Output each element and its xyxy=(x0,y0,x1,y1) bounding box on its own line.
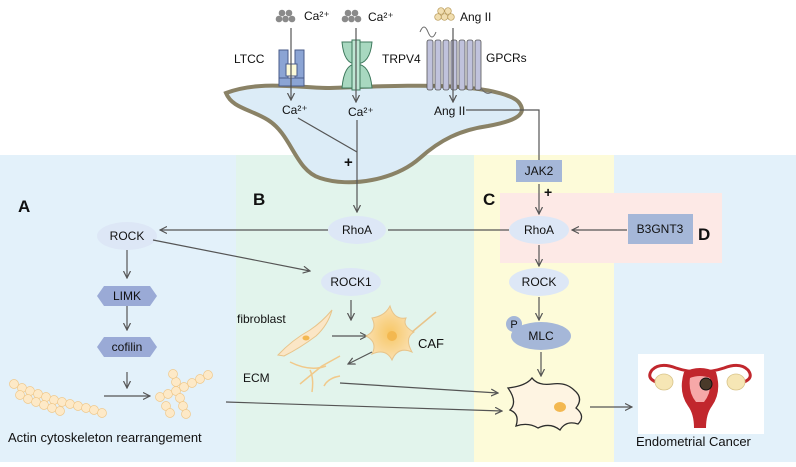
caf-to-ecm-arrow xyxy=(348,351,373,364)
ca-inside-label-1: Ca²⁺ xyxy=(282,103,308,117)
plus-sign-cell: + xyxy=(344,154,353,171)
migrating-cancer-cell-icon xyxy=(506,376,583,431)
limk-node xyxy=(97,286,157,306)
panel-label-a: A xyxy=(18,197,30,216)
cancer-cell-nucleus xyxy=(554,402,566,412)
jak2-label: JAK2 xyxy=(525,164,554,178)
rock-label-a: ROCK xyxy=(110,229,145,243)
mlc-label: MLC xyxy=(528,329,554,343)
caf-label: CAF xyxy=(418,336,444,351)
panel-label-b: B xyxy=(253,190,265,209)
panel-label-c: C xyxy=(483,190,495,209)
ca-to-rhoa-line xyxy=(297,117,358,153)
rearranged-actin-icon xyxy=(155,369,213,419)
caf-projection xyxy=(411,311,437,333)
mlc-node xyxy=(511,322,571,350)
ca-outside-label-2: Ca²⁺ xyxy=(368,10,394,24)
jak2-node xyxy=(516,160,562,182)
ang-ii-outside-label: Ang II xyxy=(460,10,491,24)
rhoa-node-b xyxy=(328,216,386,244)
calcium-ions-icon xyxy=(275,9,296,23)
b3gnt3-node xyxy=(628,214,693,244)
actin-to-tumor-arrow xyxy=(225,401,502,411)
rock1-node xyxy=(321,268,381,296)
limk-label: LIMK xyxy=(113,289,141,303)
caf-nucleus xyxy=(387,331,397,341)
rhoa-label-b: RhoA xyxy=(342,223,372,237)
rock1-label: ROCK1 xyxy=(330,275,372,289)
gpcrs-receptor xyxy=(419,26,493,94)
cofilin-label: cofilin xyxy=(112,340,143,354)
ca-inside-label-2: Ca²⁺ xyxy=(348,105,374,119)
ang-to-jak2-line xyxy=(466,109,540,160)
plus-sign-jak2: + xyxy=(544,184,552,200)
fibroblast-cell-icon xyxy=(276,309,333,357)
actin-rearrangement-label: Actin cytoskeleton rearrangement xyxy=(8,430,202,445)
uterus-icon xyxy=(638,354,764,434)
fibroblast-label: fibroblast xyxy=(237,312,286,326)
cofilin-node xyxy=(97,337,157,357)
actin-filament-icon xyxy=(9,379,107,418)
rhoa-node-c xyxy=(509,216,569,244)
ecm-fibers-icon xyxy=(289,355,341,393)
rock-label-c: ROCK xyxy=(522,275,557,289)
trpv4-label: TRPV4 xyxy=(382,52,421,66)
gpcrs-label: GPCRs xyxy=(486,51,527,65)
ang-ii-inside-label: Ang II xyxy=(434,104,465,118)
ecm-to-tumor-arrow xyxy=(339,382,498,393)
panel-a-background xyxy=(0,155,236,462)
phosphate-label: P xyxy=(510,319,517,331)
ang-ii-molecules-icon xyxy=(434,7,455,21)
panel-b-background xyxy=(236,155,474,462)
ca-outside-label-1: Ca²⁺ xyxy=(304,9,330,23)
ecm-label: ECM xyxy=(243,371,270,385)
rock-a-to-rock1-arrow xyxy=(152,239,310,271)
panel-label-d: D xyxy=(698,225,710,244)
rhoa-label-c: RhoA xyxy=(524,223,554,237)
rock-node-a xyxy=(97,222,157,250)
phosphate-badge xyxy=(506,316,522,332)
b3gnt3-label: B3GNT3 xyxy=(637,222,684,236)
calcium-ions-icon xyxy=(341,9,362,23)
rock-node-c xyxy=(509,268,569,296)
trpv4-channel xyxy=(341,39,373,91)
endometrial-cancer-label: Endometrial Cancer xyxy=(636,434,752,449)
ltcc-label: LTCC xyxy=(234,52,265,66)
fibroblast-nucleus xyxy=(302,335,310,341)
